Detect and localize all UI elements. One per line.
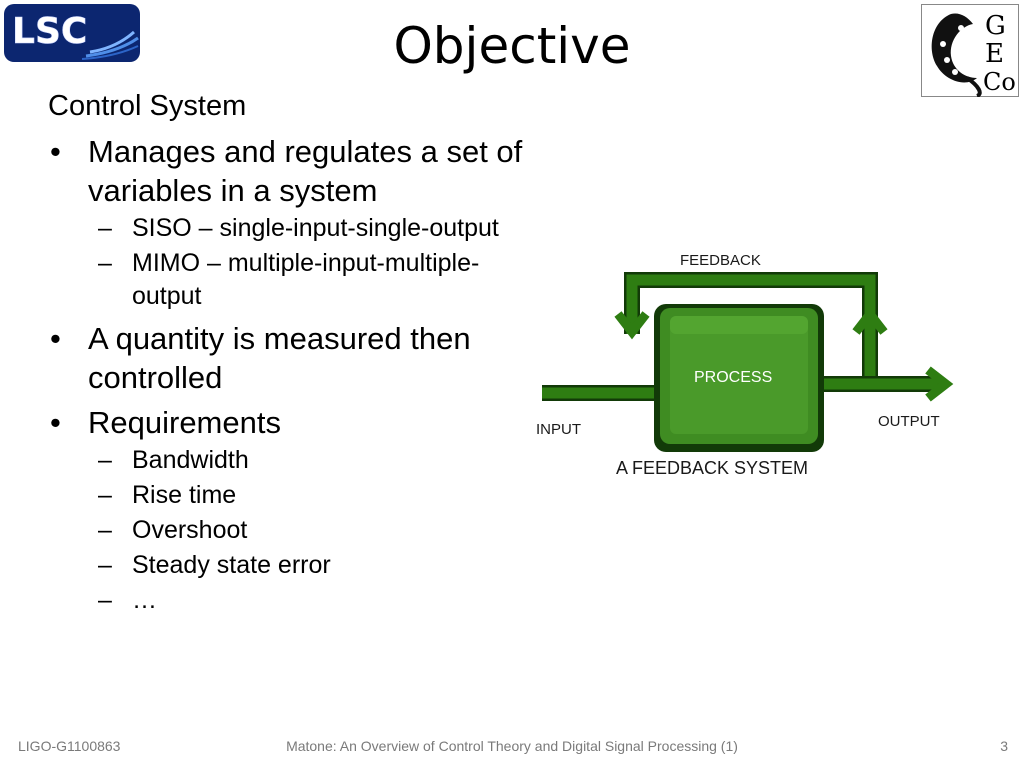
slide-number: 3 <box>1000 738 1008 754</box>
lsc-logo: LSC <box>4 4 140 62</box>
sub-bullet-item: – … <box>48 584 528 617</box>
bullet-marker: • <box>50 134 61 169</box>
geco-letter-co: Co <box>983 68 1016 96</box>
sub-bullet-text: Steady state error <box>132 551 331 579</box>
sub-bullet-text: SISO – single-input-single-output <box>132 214 499 242</box>
sub-bullet-text: Overshoot <box>132 516 248 544</box>
lsc-logo-text: LSC <box>12 11 87 52</box>
sub-bullet-item: – Steady state error <box>48 549 528 582</box>
process-block <box>654 304 824 452</box>
footer-document-id: LIGO-G1100863 <box>18 738 121 754</box>
geco-letter-g: G <box>985 11 1006 41</box>
sub-bullet-item: – SISO – single-input-single-output <box>48 212 528 245</box>
bullet-text: Manages and regulates a set of variables… <box>88 134 523 208</box>
output-label: OUTPUT <box>878 413 940 430</box>
dash-marker: – <box>98 214 112 242</box>
process-label: PROCESS <box>694 369 772 386</box>
sub-bullet-text: Rise time <box>132 481 237 509</box>
bullet-text: Requirements <box>88 405 281 440</box>
sub-bullet-item: – Bandwidth <box>48 444 528 477</box>
sub-bullet-text: … <box>132 586 157 614</box>
geco-logo: G E Co <box>921 4 1019 97</box>
dash-marker: – <box>98 249 112 277</box>
geco-letter-e: E <box>985 39 1004 69</box>
sub-bullet-item: – Overshoot <box>48 514 528 547</box>
bullet-marker: • <box>50 405 61 440</box>
bullet-marker: • <box>50 321 61 356</box>
dash-marker: – <box>98 551 112 579</box>
bullet-item: • Requirements <box>48 403 528 442</box>
feedback-loop-arrow <box>614 272 888 380</box>
sub-bullet-text: Bandwidth <box>132 446 249 474</box>
bullet-item: • Manages and regulates a set of variabl… <box>48 132 528 210</box>
dash-marker: – <box>98 586 112 614</box>
feedback-label: FEEDBACK <box>680 252 761 269</box>
footer-title: Matone: An Overview of Control Theory an… <box>286 738 738 754</box>
dash-marker: – <box>98 446 112 474</box>
dash-marker: – <box>98 516 112 544</box>
sub-bullet-item: – Rise time <box>48 479 528 512</box>
slide-title: Objective <box>393 17 631 75</box>
diagram-caption: A FEEDBACK SYSTEM <box>616 458 808 478</box>
bullet-item: • A quantity is measured then controlled <box>48 319 528 397</box>
sub-bullet-text: MIMO – multiple-input-multiple-output <box>132 249 480 310</box>
sub-bullet-item: – MIMO – multiple-input-multiple-output <box>48 247 528 313</box>
section-heading: Control System <box>48 90 247 122</box>
slide-body: Control System • Manages and regulates a… <box>48 86 528 617</box>
feedback-system-diagram: FEEDBACK PROCESS INPUT OUTPUT A FEEDBACK… <box>536 252 954 478</box>
input-label: INPUT <box>536 421 581 438</box>
dash-marker: – <box>98 481 112 509</box>
output-arrow <box>822 366 954 402</box>
bullet-text: A quantity is measured then controlled <box>88 321 471 395</box>
